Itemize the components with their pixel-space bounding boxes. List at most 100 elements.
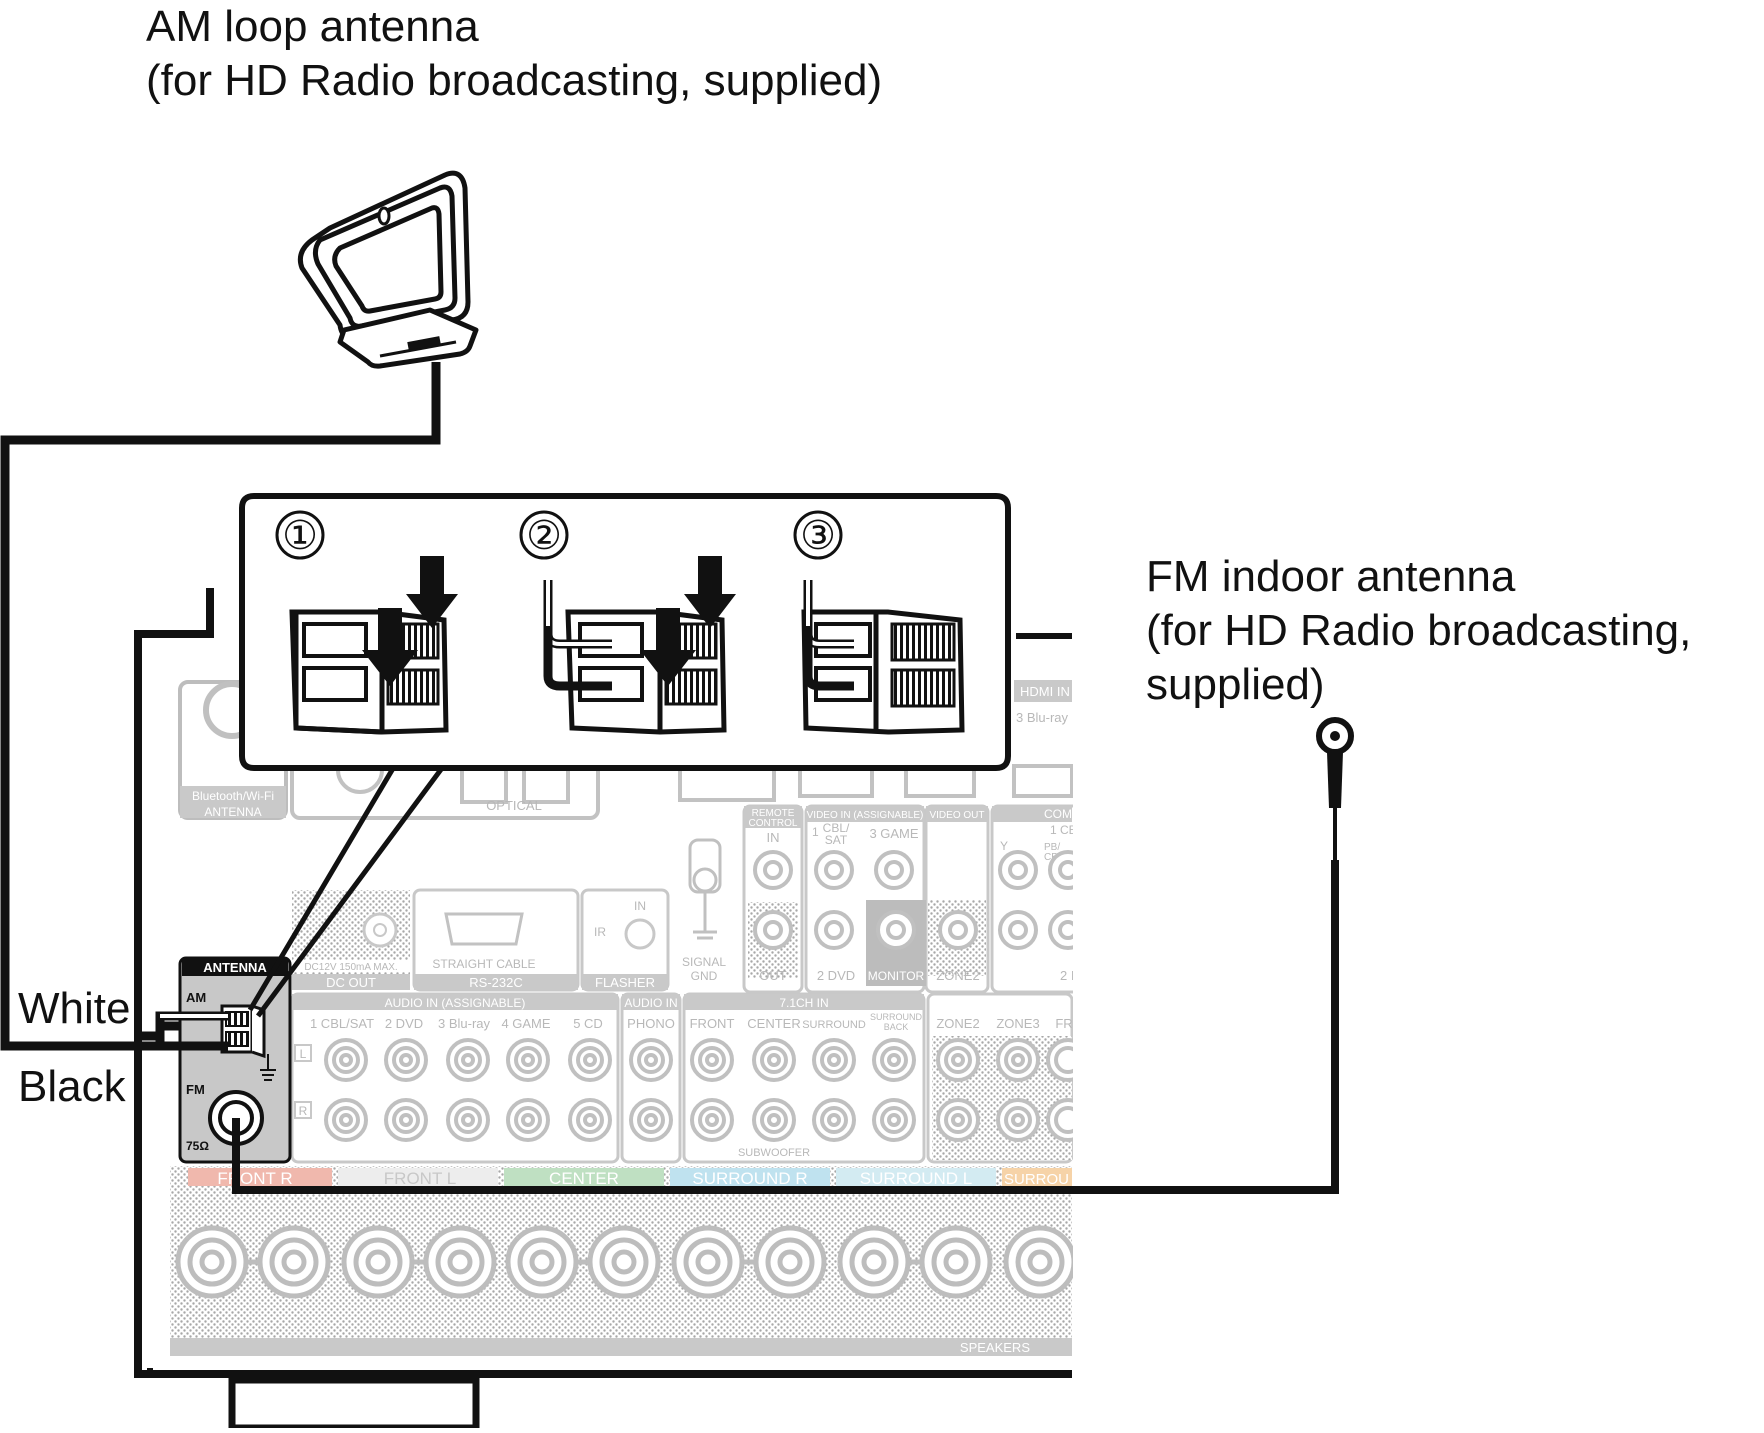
signal-gnd-label-1: SIGNAL [682, 955, 726, 969]
audio-r-label: R [299, 1104, 308, 1118]
remote-control-label-1: REMOTE [752, 808, 795, 819]
step-2-number: ② [526, 514, 562, 558]
fm-terminal-label: FM [186, 1082, 205, 1097]
step-1: ① [275, 510, 458, 735]
video-out-label: VIDEO OUT [929, 810, 984, 821]
ch71-in-label: 7.1CH IN [779, 996, 828, 1010]
callout-leader-lines [247, 758, 451, 1018]
am-antenna-title: AM loop antenna [146, 2, 479, 51]
signal-gnd-label-2: GND [691, 969, 718, 983]
step-3: ③ [793, 510, 965, 735]
flasher-ir-label: IR [594, 925, 606, 939]
audio-l-label: L [300, 1047, 307, 1061]
surround-back-label-1: SURROUND [870, 1012, 923, 1022]
ch71-front-label: FRONT [690, 1016, 735, 1031]
zone2-label: ZONE2 [936, 1016, 979, 1031]
signal-gnd-screw-icon [688, 838, 722, 940]
flasher-label: FLASHER [595, 975, 655, 990]
speaker-surround-l-band [836, 1168, 996, 1186]
hdmi-in-label: HDMI IN [1020, 684, 1070, 699]
ch71-surround-label: SURROUND [802, 1019, 866, 1031]
am-antenna-caption: AM loop antenna (for HD Radio broadcasti… [146, 0, 882, 108]
rs232-label: RS-232C [469, 975, 522, 990]
speaker-surround-r-band [670, 1168, 830, 1186]
audio-in-assignable-label: AUDIO IN (ASSIGNABLE) [385, 996, 526, 1010]
video-sat-label: SAT [825, 833, 848, 847]
remote-out-label: OUT [759, 968, 787, 983]
step-1-number: ① [282, 514, 318, 558]
speaker-surround-back-band [1002, 1168, 1072, 1186]
black-wire-label: Black [18, 1062, 126, 1111]
antenna-header-label: ANTENNA [203, 960, 267, 975]
speaker-group-6-label: SURROU [1004, 1171, 1069, 1188]
comp-2-label: 2 I [1060, 968, 1074, 983]
bt-antenna-label-2: ANTENNA [204, 805, 261, 819]
step-3-number: ③ [800, 514, 836, 558]
step-2: ② [519, 510, 736, 735]
zone3-label: ZONE3 [996, 1016, 1039, 1031]
video-1-label: 1 [812, 825, 819, 839]
ch71-center-label: CENTER [747, 1016, 800, 1031]
zoom-callout-box: ① ② ③ [239, 493, 1011, 771]
phono-label: PHONO [627, 1016, 675, 1031]
fm-antenna-subtitle: (for HD Radio broadcasting, [1146, 606, 1692, 655]
video-2dvd-label: 2 DVD [817, 968, 855, 983]
hdmi-3-label: 3 Blu-ray [1016, 710, 1069, 725]
audio-col-5-label: 5 CD [573, 1016, 603, 1031]
dc-spec-label: DC12V 150mA MAX. [304, 962, 397, 973]
video-3game-label: 3 GAME [869, 826, 918, 841]
speaker-group-3-label: CENTER [549, 1169, 619, 1188]
video-zone2-label: ZONE2 [936, 968, 979, 983]
video-jacks [753, 850, 1088, 950]
speaker-front-r-band [188, 1168, 332, 1186]
white-wire-label: White [18, 984, 131, 1033]
bt-antenna-label-1: Bluetooth/Wi-Fi [192, 789, 274, 803]
audio-rca-jacks [324, 1038, 1090, 1142]
remote-in-label: IN [767, 830, 780, 845]
press-arrow-icon-1a [406, 556, 458, 628]
comp-cb-label: CB [1044, 852, 1058, 863]
comp-y-label: Y [1000, 839, 1008, 853]
comp-1-label: 1 CB [1050, 823, 1077, 837]
am-antenna-subtitle: (for HD Radio broadcasting, supplied) [146, 56, 883, 105]
audio-col-3-label: 3 Blu-ray [438, 1016, 491, 1031]
am-loop-antenna-icon [297, 170, 479, 369]
fm-antenna-title: FM indoor antenna [1146, 552, 1516, 601]
fm-impedance-label: 75Ω [186, 1139, 209, 1153]
remote-control-label-2: CONTROL [749, 818, 798, 829]
press-arrow-icon-1b [362, 608, 418, 686]
audio-col-2-label: 2 DVD [385, 1016, 423, 1031]
speaker-group-4-label: SURROUND R [692, 1169, 807, 1188]
zone-fr-label: FR [1055, 1016, 1072, 1031]
fm-antenna-icon [1316, 717, 1354, 860]
speaker-group-5-label: SURROUND L [860, 1169, 972, 1188]
component-label: COM [1044, 807, 1072, 821]
fm-antenna-caption: FM indoor antenna (for HD Radio broadcas… [1146, 550, 1691, 712]
speaker-group-1-label: FRONT R [217, 1169, 292, 1188]
audio-col-1-label: 1 CBL/SAT [310, 1016, 374, 1031]
audio-in-label: AUDIO IN [624, 996, 677, 1010]
optical-label: OPTICAL [486, 798, 542, 813]
receiver-rear-panel: Bluetooth/Wi-Fi ANTENNA OPTICAL HDMI IN … [134, 560, 1764, 1432]
subwoofer-label: SUBWOOFER [738, 1147, 810, 1159]
press-arrow-icon-2a [684, 556, 736, 628]
audio-col-4-label: 4 GAME [501, 1016, 550, 1031]
rs232-cable-label: STRAIGHT CABLE [432, 957, 535, 971]
flasher-in-label: IN [634, 899, 646, 913]
am-terminal-label: AM [186, 990, 206, 1005]
comp-pb-label: PB/ [1044, 842, 1060, 853]
video-monitor-label: MONITOR [868, 969, 925, 983]
fm-antenna-subtitle-2: supplied) [1146, 660, 1325, 709]
speaker-center-band [504, 1168, 664, 1186]
fm-antenna-cable [232, 860, 1339, 1194]
video-cbl-label: CBL/ [823, 821, 850, 835]
dc-out-label: DC OUT [326, 975, 376, 990]
speakers-label: SPEAKERS [960, 1340, 1030, 1355]
surround-back-label-2: BACK [884, 1022, 909, 1032]
speaker-terminals [175, 1225, 1077, 1299]
video-in-label: VIDEO IN (ASSIGNABLE) [807, 810, 924, 821]
am-wires [138, 1011, 228, 1051]
speaker-group-2-label: FRONT L [384, 1169, 456, 1188]
press-arrow-icon-2b [640, 608, 696, 686]
